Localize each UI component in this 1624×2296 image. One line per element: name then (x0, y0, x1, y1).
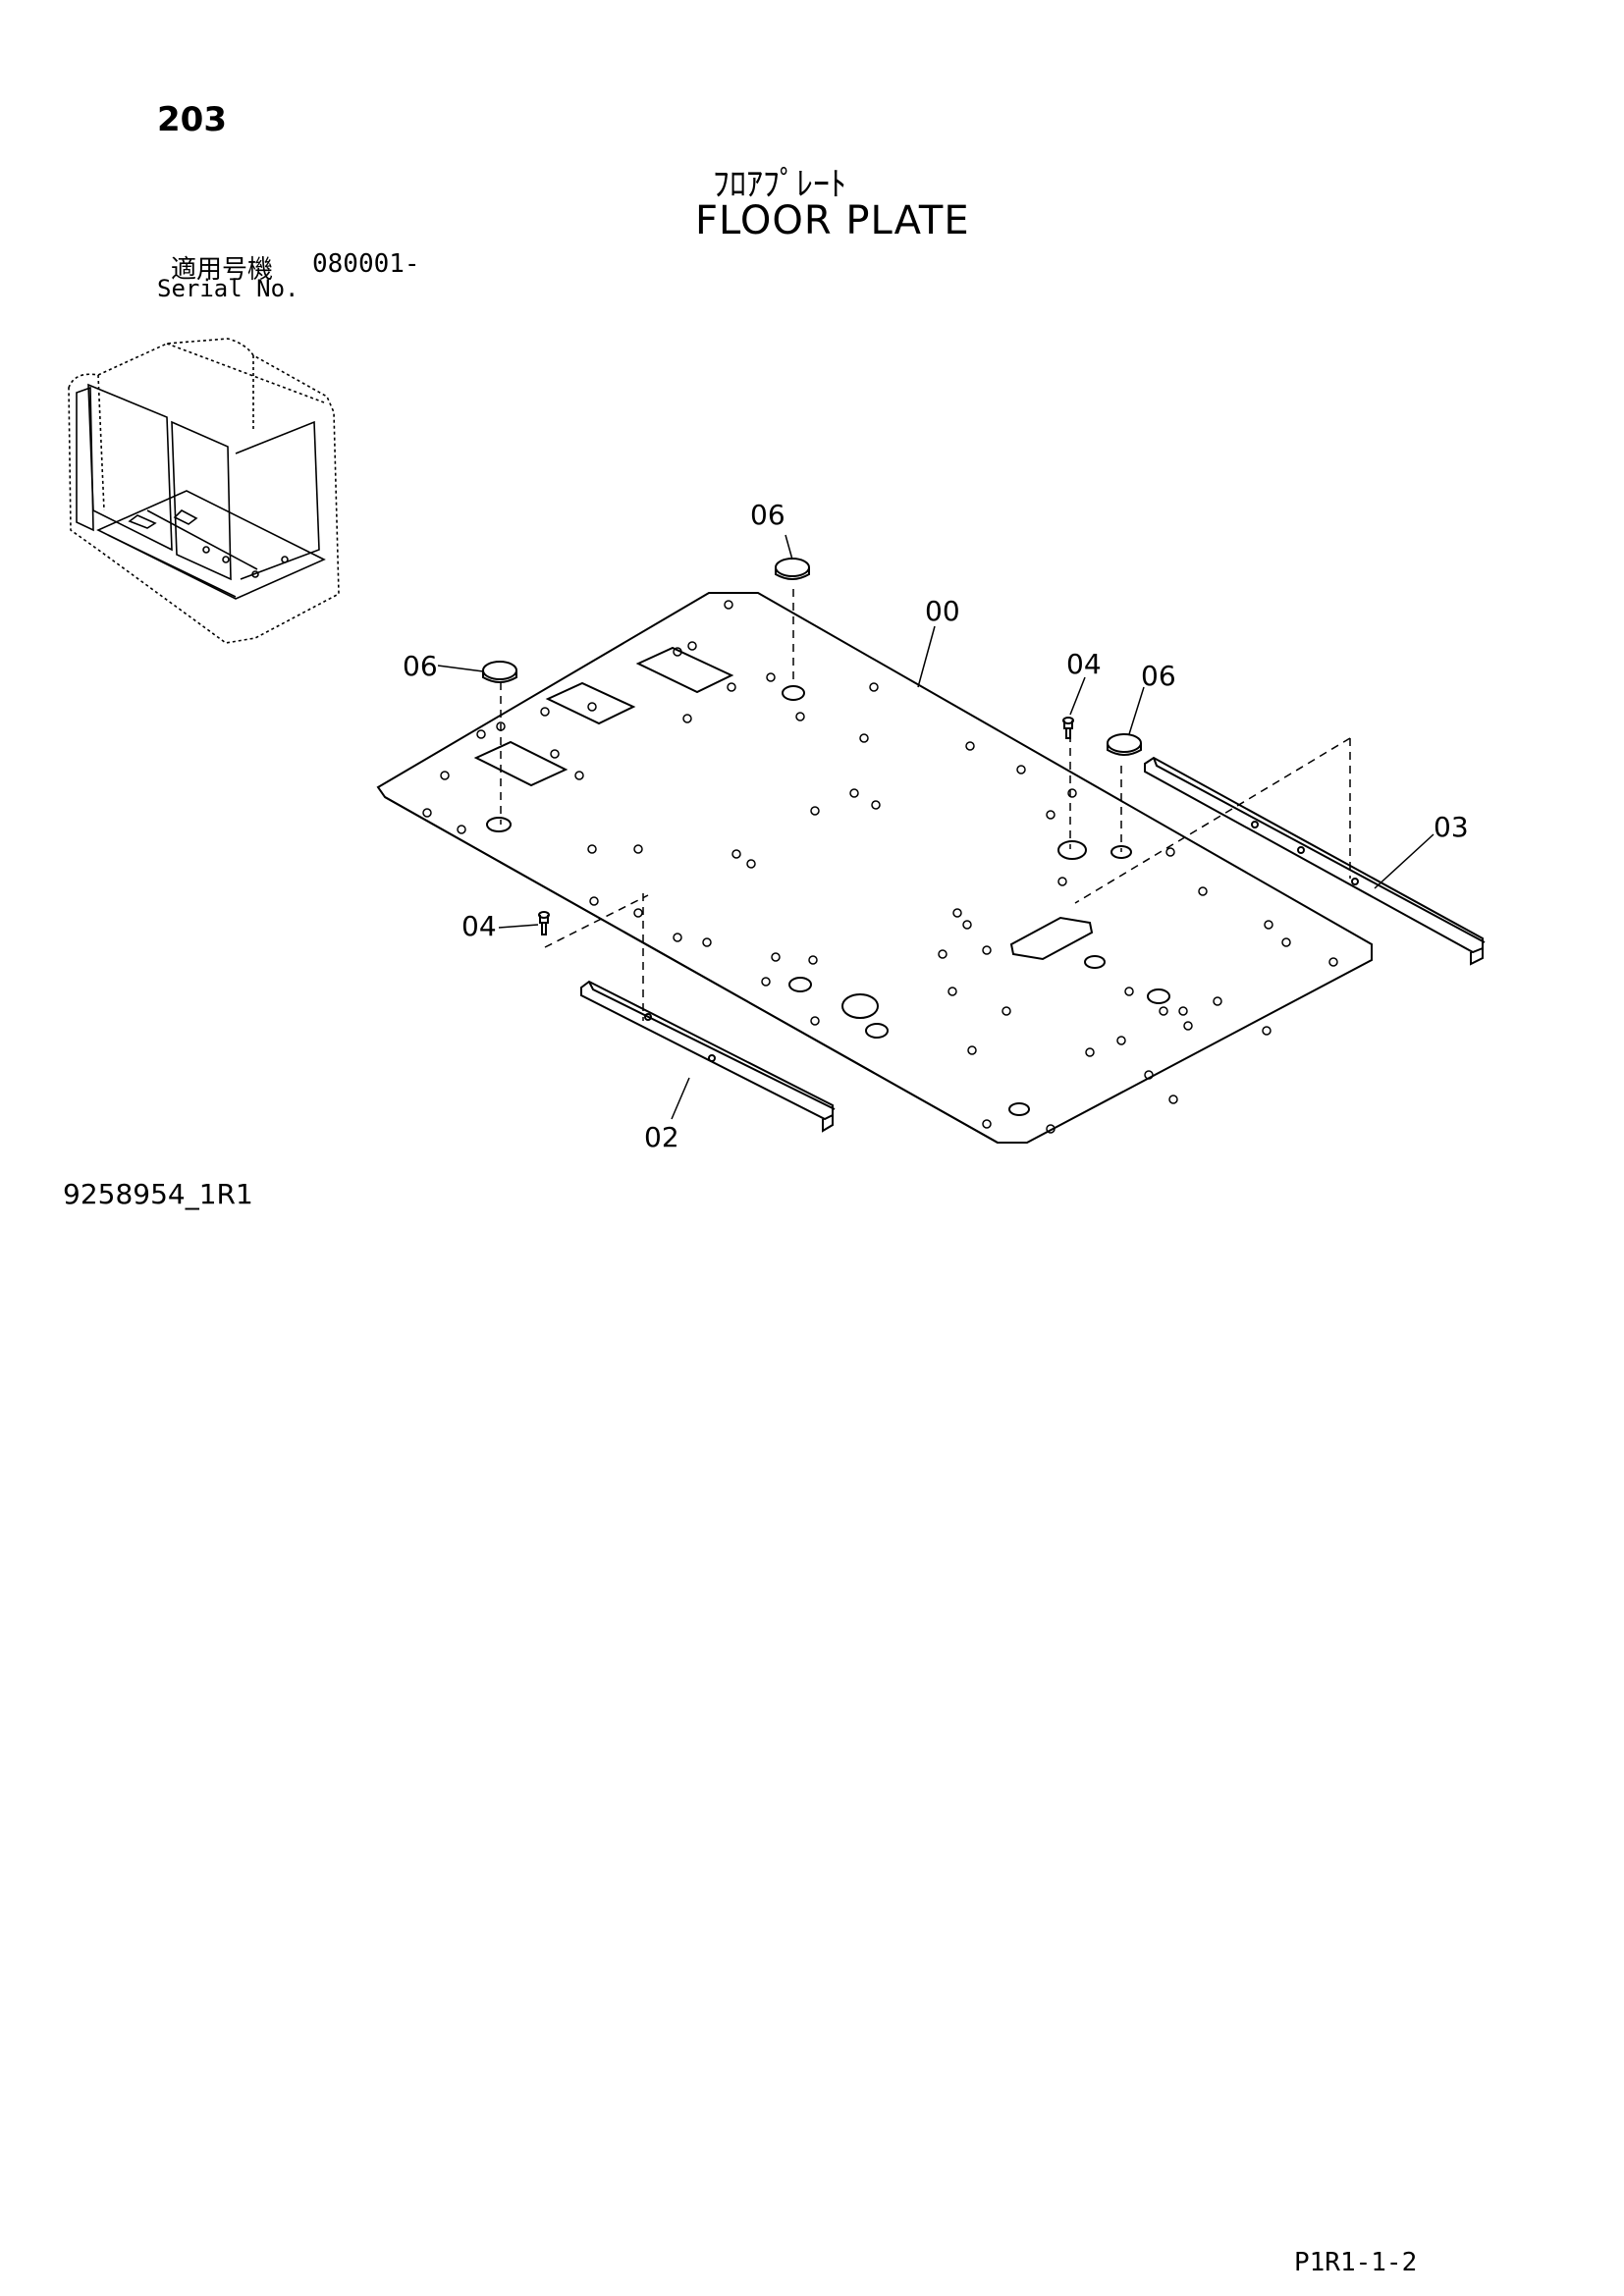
callout-rail-front: 02 (644, 1121, 679, 1153)
cap-plug-top (775, 558, 810, 580)
bolt-left (538, 911, 550, 935)
callout-cap-left: 06 (403, 650, 438, 682)
bolt-right (1062, 717, 1074, 739)
assembly-lines (500, 589, 1351, 1021)
callout-bolt-left: 04 (461, 910, 497, 942)
cap-plug-right (1107, 733, 1142, 756)
floor-plate (376, 592, 1373, 1144)
cap-plug-left (482, 661, 517, 683)
channel-rail-right (1144, 756, 1486, 966)
plate-small-holes (422, 600, 1338, 1134)
serial-number-label: Serial No. (157, 275, 299, 302)
callout-cap-right: 06 (1141, 660, 1176, 692)
callout-cap-top: 06 (750, 499, 785, 531)
callout-rail-right: 03 (1434, 811, 1469, 843)
page-title: FLOOR PLATE (695, 198, 970, 243)
applicability-label: 適用号機 (171, 255, 274, 285)
page-code: P1R1-1-2 (1294, 2248, 1418, 2277)
callout-floor-plate: 00 (925, 595, 960, 627)
page-number: 203 (157, 100, 227, 139)
plate-large-holes (486, 685, 1170, 1116)
title-japanese: ﾌﾛｱﾌﾟﾚｰﾄ (713, 165, 846, 204)
leader-lines (437, 534, 1435, 1120)
channel-rail-front (580, 980, 836, 1133)
applicability-serial: 080001- (312, 249, 420, 279)
plate-openings (473, 646, 1094, 961)
cab-overview-thumbnail (68, 338, 340, 644)
callout-bolt-right: 04 (1066, 648, 1102, 680)
figure-id: 9258954_1R1 (63, 1178, 253, 1210)
